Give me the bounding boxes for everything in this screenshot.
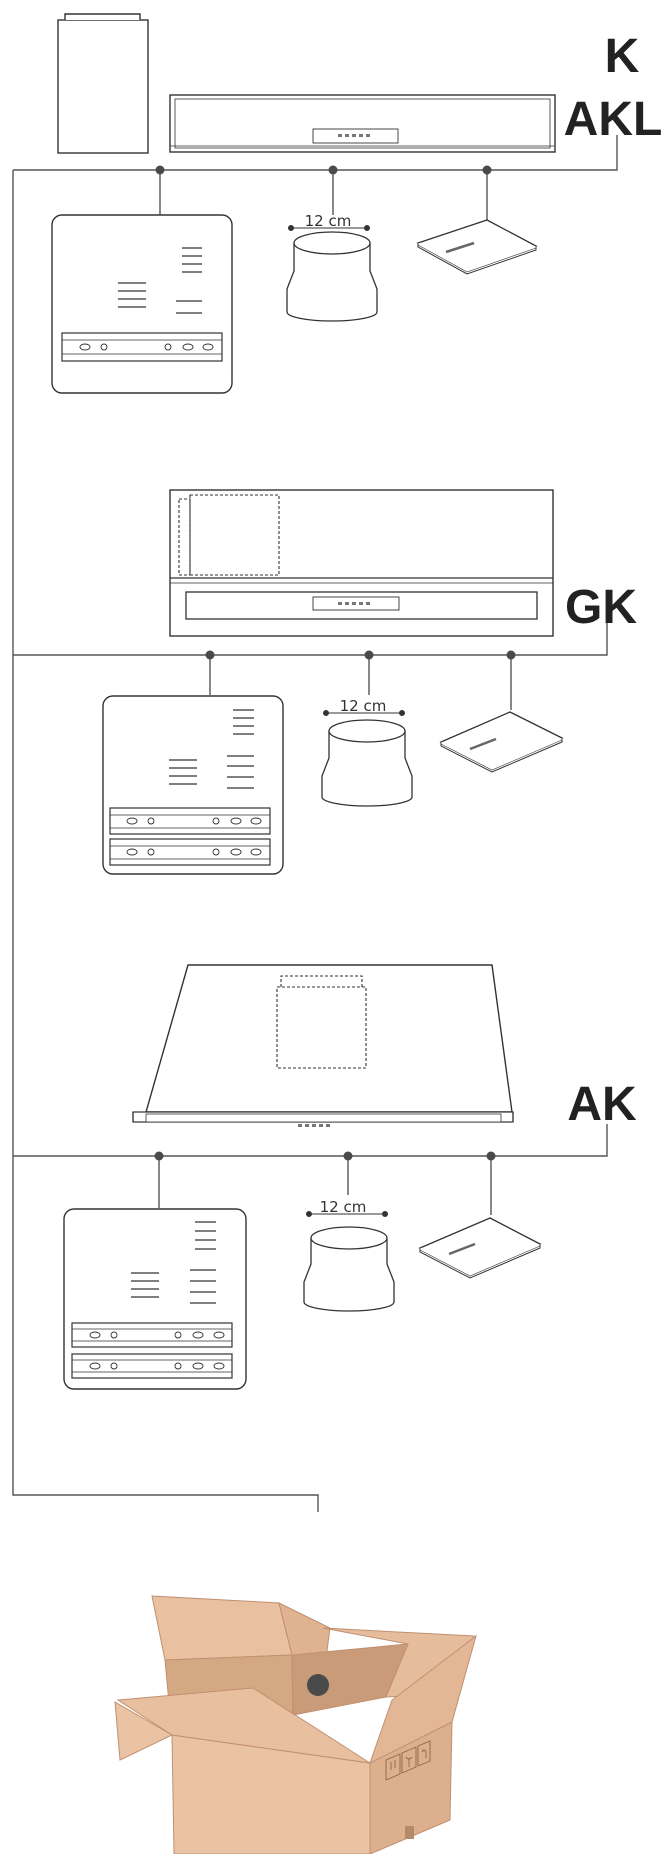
duct-adapter-gk [321,710,413,807]
cardboard-box-icon [114,1595,477,1854]
screw-anchors-icon [118,247,202,314]
duct-diameter-ak: 12 cm [320,1198,367,1216]
canopy-hood [132,964,514,1127]
model-label-ak: AK [567,1078,637,1131]
model-label-akl: AKL [564,93,662,146]
section-k-akl: K AKL [51,13,662,394]
mounting-kit-ak [63,1208,247,1390]
duct-adapter-ak [303,1211,395,1312]
slim-hood [169,94,556,153]
cabinet-hood [169,489,554,637]
manual-booklet-k [416,219,538,275]
screw-anchors-icon [169,709,254,789]
manual-booklet-gk [439,711,564,773]
duct-adapter-k [286,225,378,322]
mounting-rail-icon [71,1322,233,1379]
mounting-kit-k [51,214,233,394]
duct-diameter-k: 12 cm [305,212,352,230]
mounting-kit-gk [102,695,284,875]
box-target-dot [307,1674,329,1696]
section-ak: AK [63,964,637,1390]
mounting-rail-icon [109,807,271,866]
model-label-k: K [605,30,640,83]
section-gk: GK [102,489,637,875]
screw-anchors-icon [131,1221,216,1304]
duct-diameter-gk: 12 cm [340,697,387,715]
manual-booklet-ak [418,1217,542,1279]
connector-dots [154,165,516,1161]
model-label-gk: GK [565,581,637,634]
mounting-rail-icon [61,332,223,362]
fragile-symbols-icon [385,1740,431,1781]
chimney-cover [57,13,149,154]
